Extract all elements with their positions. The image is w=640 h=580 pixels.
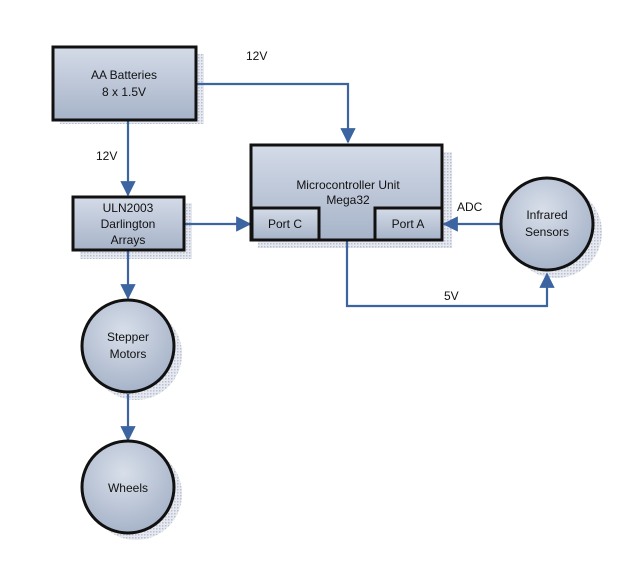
mcu-title: Microcontroller Unit (296, 178, 400, 192)
connector-batteries-to-mcu (196, 82, 356, 144)
stepper-line2: Motors (110, 347, 147, 361)
wheels-node: Wheels (80, 439, 176, 535)
uln2003-line2: Darlington (101, 217, 156, 231)
infrared-line1: Infrared (526, 208, 567, 222)
uln2003-block: ULN2003 Darlington Arrays (71, 195, 186, 252)
mcu-model: Mega32 (326, 193, 370, 207)
mcu-block: Microcontroller Unit Mega32 Port C Port … (249, 143, 444, 242)
stepper-line1: Stepper (107, 330, 149, 344)
label-5v: 5V (444, 289, 459, 303)
port-a-label: Port A (392, 217, 425, 231)
wheels-label: Wheels (108, 481, 148, 495)
batteries-block: AA Batteries 8 x 1.5V (51, 45, 198, 122)
label-adc: ADC (457, 200, 483, 214)
connector-mcu-to-sensor (345, 240, 555, 308)
infrared-line2: Sensors (525, 225, 569, 239)
uln2003-line1: ULN2003 (103, 201, 154, 215)
stepper-motors-node: Stepper Motors (80, 298, 176, 394)
port-c-label: Port C (268, 217, 302, 231)
port-c-block: Port C (250, 206, 321, 242)
label-12v-top: 12V (246, 49, 267, 63)
connectors (120, 82, 555, 442)
port-a-block: Port A (373, 206, 444, 242)
batteries-title: AA Batteries (91, 68, 157, 82)
batteries-spec: 8 x 1.5V (102, 85, 146, 99)
infrared-sensors-node: Infrared Sensors (499, 176, 595, 272)
uln2003-line3: Arrays (111, 233, 146, 247)
label-12v-left: 12V (96, 149, 117, 163)
edge-labels: 12V 12V ADC 5V (96, 49, 483, 303)
